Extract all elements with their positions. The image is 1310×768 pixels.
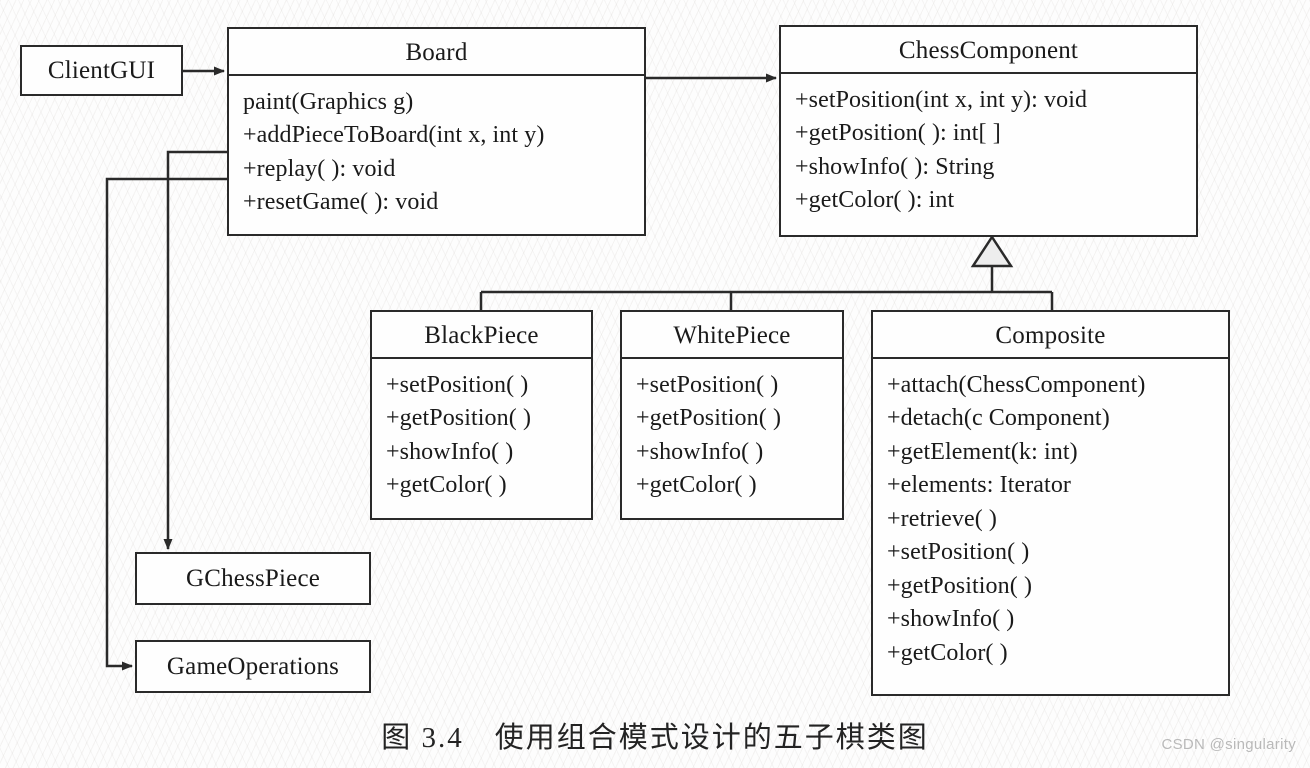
member-item: +attach(ChessComponent) xyxy=(887,372,1146,398)
member-item: +retrieve( ) xyxy=(887,505,997,532)
member-item: +addPieceToBoard(int x, int y) xyxy=(243,122,545,149)
members-whitepiece: +setPosition( ) +getPosition( ) +showInf… xyxy=(622,359,842,511)
class-box-board[interactable]: Board paint(Graphics g) +addPieceToBoard… xyxy=(227,27,646,236)
member-item: +showInfo( ) xyxy=(636,438,764,465)
member-item: +getPosition( ): int[ ] xyxy=(795,120,1001,147)
compartment-divider xyxy=(372,357,591,359)
member-item: +getPosition( ) xyxy=(887,572,1033,599)
class-box-gameoperations[interactable]: GameOperations xyxy=(135,640,371,693)
member-item: paint(Graphics g) xyxy=(243,89,414,115)
class-name-gameoperations: GameOperations xyxy=(166,653,340,680)
class-box-chesscomponent[interactable]: ChessComponent +setPosition(int x, int y… xyxy=(779,25,1198,237)
member-item: +setPosition( ) xyxy=(887,539,1030,566)
connector-board-to-gameoperations xyxy=(105,177,227,671)
members-chesscomponent: +setPosition(int x, int y): void +getPos… xyxy=(781,74,1196,226)
member-item: +replay( ): void xyxy=(243,155,396,182)
member-item: +getColor( ): int xyxy=(795,187,955,214)
compartment-divider xyxy=(873,357,1228,359)
class-name-gchesspiece: GChessPiece xyxy=(185,565,321,592)
connector-board-to-gchesspiece xyxy=(163,150,227,550)
class-box-clientgui[interactable]: ClientGUI xyxy=(20,45,183,96)
member-item: +setPosition( ) xyxy=(636,372,779,398)
members-composite: +attach(ChessComponent) +detach(c Compon… xyxy=(873,359,1228,678)
member-item: +getColor( ) xyxy=(386,472,507,499)
member-item: +resetGame( ): void xyxy=(243,189,439,216)
member-item: +getPosition( ) xyxy=(386,405,532,432)
class-name-clientgui: ClientGUI xyxy=(47,57,156,84)
class-name-blackpiece: BlackPiece xyxy=(424,322,539,349)
member-item: +showInfo( ) xyxy=(386,438,514,465)
member-item: +showInfo( ) xyxy=(887,606,1015,633)
member-item: +getPosition( ) xyxy=(636,405,782,432)
class-box-whitepiece[interactable]: WhitePiece +setPosition( ) +getPosition(… xyxy=(620,310,844,520)
member-item: +getElement(k: int) xyxy=(887,438,1078,465)
member-item: +setPosition(int x, int y): void xyxy=(795,87,1088,113)
compartment-divider xyxy=(622,357,842,359)
members-board: paint(Graphics g) +addPieceToBoard(int x… xyxy=(229,76,644,228)
class-name-whitepiece: WhitePiece xyxy=(673,322,791,349)
class-name-composite: Composite xyxy=(995,322,1106,349)
member-item: +detach(c Component) xyxy=(887,405,1110,432)
class-name-chesscomponent: ChessComponent xyxy=(898,37,1079,64)
generalization-triangle xyxy=(970,234,1014,268)
members-blackpiece: +setPosition( ) +getPosition( ) +showInf… xyxy=(372,359,591,511)
member-item: +showInfo( ): String xyxy=(795,153,995,180)
class-name-board: Board xyxy=(405,39,468,66)
member-item: +getColor( ) xyxy=(636,472,757,499)
member-item: +getColor( ) xyxy=(887,639,1008,666)
generalization-tree xyxy=(479,234,1054,310)
member-item: +elements: Iterator xyxy=(887,472,1072,499)
compartment-divider xyxy=(229,74,644,76)
class-box-blackpiece[interactable]: BlackPiece +setPosition( ) +getPosition(… xyxy=(370,310,593,520)
watermark-text: CSDN @singularity xyxy=(1161,736,1296,753)
compartment-divider xyxy=(781,72,1196,74)
class-box-composite[interactable]: Composite +attach(ChessComponent) +detac… xyxy=(871,310,1230,696)
class-box-gchesspiece[interactable]: GChessPiece xyxy=(135,552,371,605)
member-item: +setPosition( ) xyxy=(386,372,529,398)
figure-caption: 图 3.4 使用组合模式设计的五子棋类图 xyxy=(381,722,929,754)
